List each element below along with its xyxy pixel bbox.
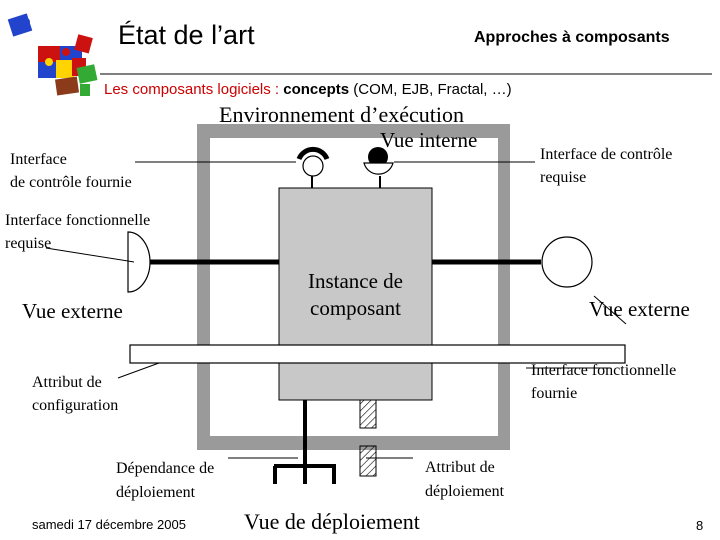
puzzle-icon: [7, 13, 98, 96]
label-line: Interface fonctionnelle: [531, 362, 677, 379]
label-line: requise: [5, 235, 52, 252]
deployment-dependency-label: Dépendance de déploiement: [116, 457, 214, 505]
slide-subtitle: Les composants logiciels : concepts (COM…: [104, 81, 512, 98]
subtitle-topic: Les composants logiciels :: [104, 81, 280, 98]
callout-lines: [45, 161, 627, 459]
functional-interface-provided: [432, 236, 593, 288]
deployment-attribute-label: Attribut de déploiement: [425, 456, 504, 504]
deployment-view-label: Vue de déploiement: [244, 509, 420, 534]
subtitle-examples: (COM, EJB, Fractal, …): [353, 81, 512, 98]
label-line: fournie: [531, 385, 578, 402]
functional-interface-required-label: Interface fonctionnelle requise: [5, 209, 150, 255]
label-line: Attribut de: [425, 459, 495, 476]
functional-interface-provided-label: Interface fonctionnelle fournie: [531, 359, 676, 405]
configuration-attribute-bar: [129, 344, 626, 364]
component-instance-box: [278, 187, 433, 401]
environment-label: Environnement d’exécution: [219, 102, 464, 127]
label-line: Interface fonctionnelle: [5, 212, 151, 229]
page-number: 8: [696, 518, 704, 533]
label-line: Interface: [10, 151, 67, 168]
section-title: Approches à composants: [474, 29, 670, 46]
component-instance-label: Instance de composant: [283, 268, 428, 322]
deployment-attribute-inner: [359, 399, 377, 429]
label-line: Instance de: [307, 269, 404, 293]
label-line: déploiement: [116, 484, 196, 501]
external-view-right-label: Vue externe: [589, 297, 690, 321]
control-interface-required-label: Interface de contrôle requise: [540, 143, 672, 189]
deployment-attribute-outer: [359, 445, 377, 477]
external-view-left-label: Vue externe: [22, 299, 123, 323]
page-title: État de l’art: [118, 20, 255, 50]
internal-view-label: Vue interne: [380, 128, 478, 152]
internal-control-required: [363, 147, 394, 188]
internal-control-provided: [296, 146, 330, 188]
label-line: requise: [540, 169, 587, 186]
subtitle-emphasis: concepts: [283, 81, 350, 98]
label-line: Dépendance de: [116, 460, 215, 477]
footer-date: samedi 17 décembre 2005: [32, 517, 186, 532]
control-interface-provided-label: Interface de contrôle fournie: [10, 148, 132, 194]
label-line: déploiement: [425, 483, 505, 500]
configuration-attribute-label: Attribut de configuration: [32, 371, 118, 417]
label-line: de contrôle fournie: [10, 174, 132, 191]
label-line: Attribut de: [32, 374, 102, 391]
label-line: composant: [310, 296, 401, 320]
label-line: configuration: [32, 397, 119, 414]
functional-interface-required: [127, 231, 279, 293]
label-line: Interface de contrôle: [540, 146, 673, 163]
deployment-dependency-fork: [273, 400, 336, 484]
